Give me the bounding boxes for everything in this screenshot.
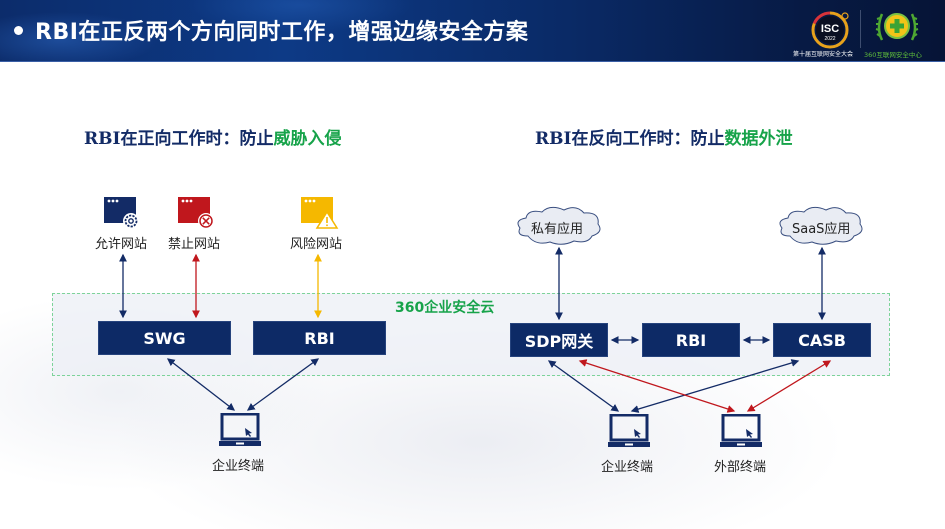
enterprise-terminal-left-label: 企业终端 xyxy=(212,459,265,474)
casb-box[interactable]: CASB xyxy=(773,323,871,357)
enterprise-terminal-right-label: 企业终端 xyxy=(601,460,654,475)
sdp-gateway-box[interactable]: SDP网关 xyxy=(510,323,608,357)
private-app-cloud-icon xyxy=(517,206,601,245)
header-bar: RBI在正反两个方向同时工作，增强边缘安全方案 ISC 2022 第十届互联网安… xyxy=(0,0,945,62)
saas-app-cloud-icon xyxy=(779,206,863,245)
external-terminal-label: 外部终端 xyxy=(714,460,767,475)
rbi-forward-box[interactable]: RBI xyxy=(253,321,386,355)
isc-logo-mark: ISC xyxy=(821,23,839,35)
header-glow xyxy=(0,0,945,61)
360-logo-caption: 360互联网安全中心 xyxy=(864,51,922,59)
blocked-site-label: 禁止网站 xyxy=(168,237,221,252)
enterprise-cloud-label: 360企业安全云 xyxy=(395,300,495,316)
right-title-mid: 在反向工作时：防止 xyxy=(571,129,725,149)
isc-logo-icon: ISC 2022 xyxy=(811,11,849,49)
slide-title: RBI在正反两个方向同时工作，增强边缘安全方案 xyxy=(14,14,528,46)
logo-divider xyxy=(860,10,861,48)
isc-logo-caption: 第十届互联网安全大会 xyxy=(793,51,854,58)
right-section-title: RBI在反向工作时：防止数据外泄 xyxy=(535,124,792,149)
swg-box[interactable]: SWG xyxy=(98,321,231,355)
360-logo-icon xyxy=(875,13,919,41)
left-title-highlight: 威胁入侵 xyxy=(273,129,342,149)
left-title-mid: 在正向工作时：防止 xyxy=(120,129,274,149)
allowed-site-label: 允许网站 xyxy=(95,237,148,252)
left-title-prefix: RBI xyxy=(84,129,121,149)
risk-site-label: 风险网站 xyxy=(290,237,343,252)
enterprise-terminal-left-icon xyxy=(219,413,261,446)
saas-app-label: SaaS应用 xyxy=(792,222,851,237)
left-section-title: RBI在正向工作时：防止威胁入侵 xyxy=(84,124,341,149)
external-terminal-icon xyxy=(720,414,762,447)
private-app-label: 私有应用 xyxy=(531,222,584,237)
bullet-icon xyxy=(14,25,23,35)
right-title-prefix: RBI xyxy=(535,129,572,149)
enterprise-terminal-right-icon xyxy=(608,414,650,447)
risk-site-icon xyxy=(301,197,339,229)
slide-title-text: RBI在正反两个方向同时工作，增强边缘安全方案 xyxy=(35,20,529,45)
allowed-site-icon xyxy=(104,197,139,229)
isc-logo-year: 2022 xyxy=(824,36,835,42)
blocked-site-icon xyxy=(178,197,214,229)
rbi-reverse-box[interactable]: RBI xyxy=(642,323,740,357)
right-title-highlight: 数据外泄 xyxy=(724,129,793,149)
